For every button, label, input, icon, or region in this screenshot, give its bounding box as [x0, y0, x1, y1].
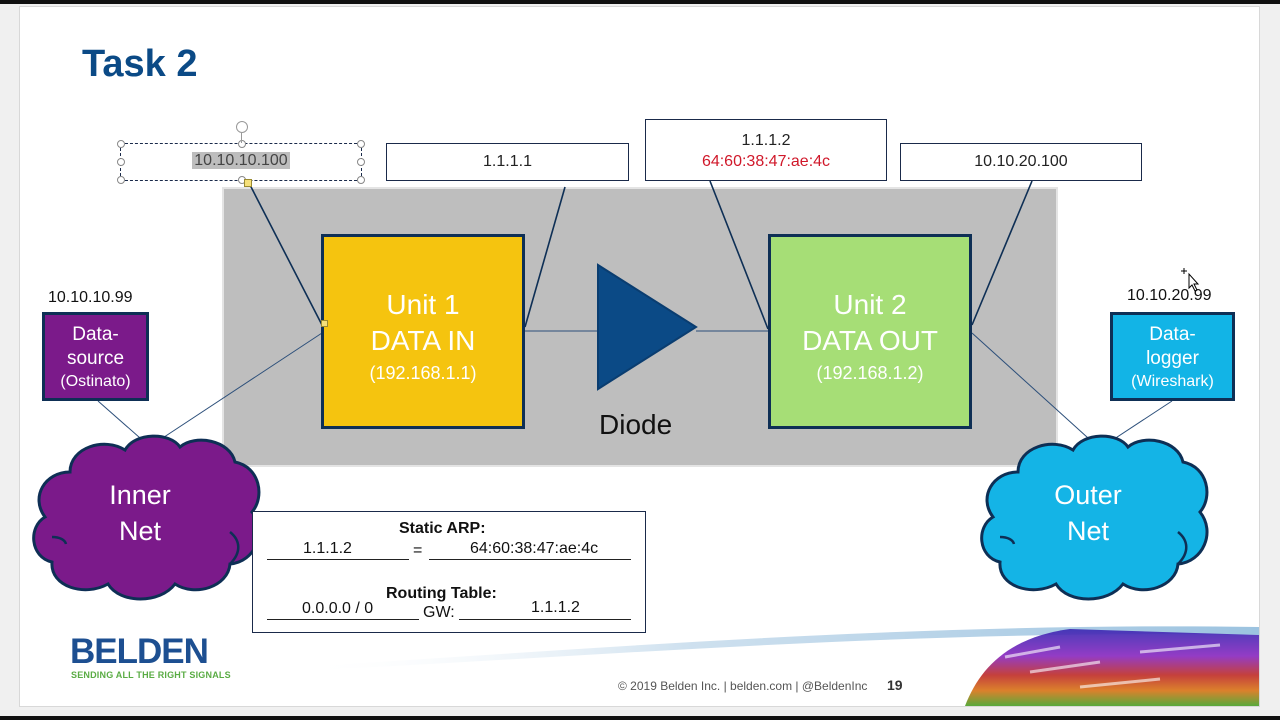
arp-mac-underline — [429, 559, 631, 560]
datalogger-wireshark[interactable]: Data- logger (Wireshark) — [1110, 312, 1235, 401]
connector-lines — [97, 180, 1173, 448]
unit-role: DATA OUT — [802, 325, 938, 356]
slide-title: Task 2 — [82, 43, 198, 85]
device-label: source — [66, 348, 125, 369]
ip-box-unit2-outer[interactable]: 1.1.1.2 64:60:38:47:ae:4c — [645, 119, 887, 181]
unit-name: Unit 2 — [833, 289, 907, 320]
unit-ip: (192.168.1.1) — [369, 363, 477, 383]
cloud-label-line: Inner — [109, 480, 171, 510]
arp-equals: = — [413, 542, 423, 559]
inner-net-label: Inner Net — [88, 477, 192, 549]
mac-address-text: 64:60:38:47:ae:4c — [701, 153, 831, 170]
connector-line — [524, 186, 566, 328]
device-label: Data- — [1149, 324, 1196, 345]
routing-table-heading: Routing Table: — [386, 585, 497, 602]
resize-handle[interactable] — [357, 140, 365, 148]
device-software: (Wireshark) — [1131, 373, 1214, 390]
connector-anchor-handle[interactable] — [244, 179, 252, 187]
cloud-label-line: Net — [118, 516, 162, 546]
route-gw-value[interactable]: 1.1.1.2 — [531, 599, 580, 616]
resize-handle[interactable] — [238, 140, 246, 148]
inner-net-cloud-icon[interactable] — [30, 432, 266, 604]
ip-box-text: 10.10.20.100 — [974, 153, 1068, 170]
connector-line — [151, 332, 323, 446]
config-box: Static ARP: 1.1.1.2 = 64:60:38:47:ae:4c … — [252, 511, 646, 633]
connector-line — [971, 332, 1099, 448]
route-gw-underline — [459, 619, 631, 620]
belden-tagline: SENDING ALL THE RIGHT SIGNALS — [71, 670, 231, 680]
cloud-label-line: Outer — [1054, 480, 1122, 510]
connector-line — [709, 180, 769, 330]
datalogger-ip: 10.10.20.99 — [1127, 287, 1212, 304]
resize-handle[interactable] — [357, 158, 365, 166]
ip-box-text: 1.1.1.2 — [741, 132, 791, 149]
window-bottom-edge — [0, 716, 1280, 720]
arp-mac-value[interactable]: 64:60:38:47:ae:4c — [470, 540, 599, 557]
unit1-data-in[interactable]: Unit 1 DATA IN (192.168.1.1) — [321, 234, 525, 429]
device-label: logger — [1146, 348, 1199, 369]
datasource-ip: 10.10.10.99 — [48, 289, 133, 306]
rotate-handle-stem — [241, 133, 242, 143]
belden-logo: BELDEN — [70, 632, 209, 671]
unit2-data-out[interactable]: Unit 2 DATA OUT (192.168.1.2) — [768, 234, 972, 429]
rotate-handle-icon[interactable] — [236, 121, 248, 133]
diode-label: Diode — [599, 409, 673, 440]
outer-net-label: Outer Net — [1036, 477, 1140, 549]
cloud-label-line: Net — [1066, 516, 1110, 546]
diode-triangle-icon[interactable] — [596, 263, 700, 391]
resize-handle[interactable] — [117, 176, 125, 184]
resize-handle[interactable] — [357, 176, 365, 184]
datasource-ostinato[interactable]: Data- source (Ostinato) — [42, 312, 149, 401]
route-destination-underline — [267, 619, 419, 620]
ip-box-unit1-outer[interactable]: 1.1.1.1 — [386, 143, 629, 181]
unit-name: Unit 1 — [386, 289, 460, 320]
device-software: (Ostinato) — [60, 373, 131, 390]
window-top-edge — [0, 0, 1280, 4]
page-number: 19 — [887, 677, 903, 693]
device-label: Data- — [72, 324, 119, 345]
ip-box-unit2-inner[interactable]: 10.10.20.100 — [900, 143, 1142, 181]
static-arp-heading: Static ARP: — [399, 520, 486, 537]
route-gw-label: GW: — [423, 604, 455, 621]
arp-ip-underline — [267, 559, 409, 560]
arp-ip-value[interactable]: 1.1.1.2 — [303, 540, 352, 557]
connector-anchor-handle[interactable] — [321, 320, 328, 327]
ip-box-text[interactable]: 10.10.10.100 — [192, 152, 290, 169]
route-destination-value[interactable]: 0.0.0.0 / 0 — [302, 600, 374, 617]
unit-role: DATA IN — [370, 325, 476, 356]
slide: Task 2 10.10.10.100 — [19, 6, 1260, 707]
slide-decoration — [300, 626, 1259, 706]
footer-copyright: © 2019 Belden Inc. | belden.com | @Belde… — [618, 679, 868, 693]
ip-box-unit1-inner[interactable]: 10.10.10.100 — [117, 140, 365, 187]
resize-handle[interactable] — [117, 158, 125, 166]
outer-net-cloud-icon[interactable] — [978, 432, 1214, 604]
connector-line — [248, 182, 323, 326]
unit-ip: (192.168.1.2) — [816, 363, 924, 383]
connector-line — [971, 180, 1033, 326]
resize-handle[interactable] — [117, 140, 125, 148]
ip-box-text: 1.1.1.1 — [483, 153, 532, 170]
move-cursor-icon — [1181, 268, 1200, 292]
